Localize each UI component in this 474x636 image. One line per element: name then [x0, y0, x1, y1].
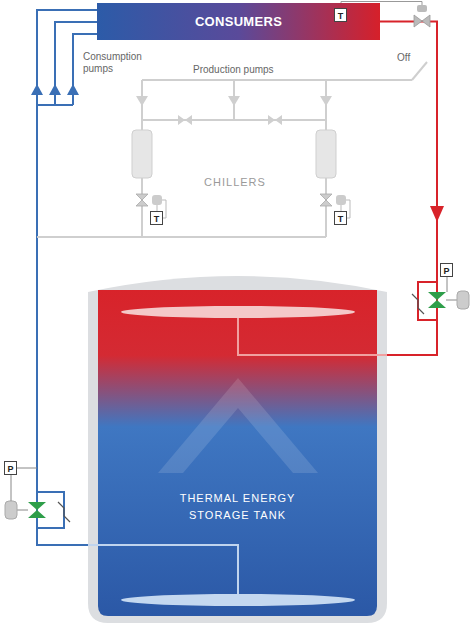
- chiller-units: [132, 130, 336, 178]
- bottom-diffuser: [121, 594, 355, 606]
- sensor-tag: T: [150, 211, 163, 225]
- pump-label: Consumption pumps: [82, 51, 150, 75]
- blue-valve-assembly: [5, 468, 70, 528]
- pipe-line: [380, 22, 437, 356]
- sensor-tag: P: [4, 461, 17, 475]
- sensor-tag: T: [334, 211, 347, 225]
- pump-symbols: [31, 84, 79, 95]
- sensor-tag: P: [440, 263, 453, 277]
- production-pump-symbols: [136, 96, 332, 125]
- logo-mark: [158, 378, 318, 473]
- actuator: [417, 5, 427, 12]
- red-valve-assembly: [412, 277, 469, 320]
- top-diffuser: [121, 306, 355, 318]
- flow-arrowhead: [430, 206, 444, 222]
- inner-pipe: [88, 545, 238, 594]
- tank-shell: [88, 276, 387, 623]
- inner-pipe: [238, 318, 387, 355]
- production-piping: [37, 62, 427, 237]
- pump-label: Production pumps: [192, 64, 275, 76]
- sensor-tag: T: [334, 8, 347, 22]
- chiller-label: CHILLERS: [194, 176, 276, 188]
- storage-tank: THERMAL ENERGY STORAGE TANK: [88, 268, 387, 623]
- tank-outline: [88, 268, 387, 623]
- node-title: CONSUMERS: [195, 14, 282, 29]
- control-valve: [414, 15, 430, 27]
- tank-label: THERMAL ENERGY STORAGE TANK: [168, 490, 308, 524]
- switch-label: Off: [396, 52, 411, 64]
- chiller-valves: [136, 194, 350, 218]
